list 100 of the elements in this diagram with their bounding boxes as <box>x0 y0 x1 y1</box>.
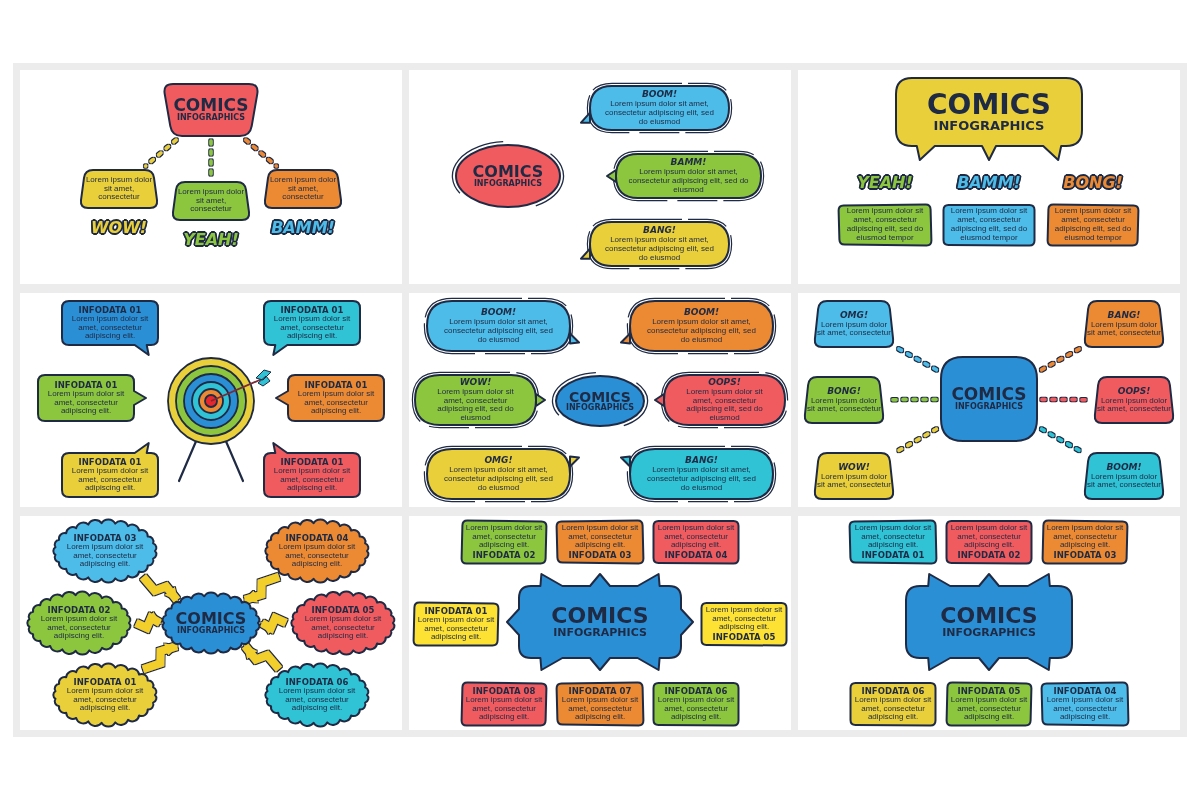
body-text: Lorem ipsum dolor sit amet, consectetur adipiscing elit, sed do eiusmod tempor <box>1053 207 1133 243</box>
subtitle-text: INFOGRAPHICS <box>565 403 635 413</box>
subtitle-text: INFOGRAPHICS <box>473 179 543 189</box>
body-text: Lorem ipsum dolor sit amet, consectetur <box>817 472 891 491</box>
body-text: Lorem ipsum dolor sit amet, consectetur adipiscing elit. <box>65 542 145 570</box>
heading-text: INFODATA 04 <box>1053 685 1117 696</box>
title-text: COMICS <box>569 389 631 404</box>
body-text: Lorem ipsum dolor sit amet, consectetur adipiscing elit. <box>464 523 544 551</box>
body-text: Lorem ipsum dolor sit amet, consectetur <box>1097 396 1171 415</box>
speech-bubble <box>577 218 733 270</box>
heading-text: BANG! <box>1107 309 1141 321</box>
dotted-connector <box>896 347 939 372</box>
text-box <box>1092 375 1176 425</box>
speech-bubble <box>411 371 549 429</box>
dotted-connector <box>209 139 213 179</box>
body-text: Lorem ipsum dolor sit amet, consectetur adipiscing elit, sed do eiusmod tempor <box>949 207 1029 243</box>
title-text: COMICS <box>551 604 649 627</box>
cloud-bubble <box>24 590 134 656</box>
sound-effect-text: YEAH! <box>182 229 240 251</box>
body-text: Lorem ipsum dolor sit amet, consectetur adipiscing elit. <box>272 314 352 342</box>
body-text: Lorem ipsum dolor sit amet, consectetur adipiscing elit. <box>949 523 1029 551</box>
body-text: Lorem ipsum dolor sit amet, consectetur adipiscing elit. <box>303 614 383 642</box>
dotted-connector <box>143 138 178 168</box>
speech-bubble <box>617 445 777 503</box>
subtitle-text: INFOGRAPHICS <box>176 114 246 123</box>
heading-text: INFODATA 01 <box>280 456 344 467</box>
body-text: Lorem ipsum dolor sit amet, consectetur adipiscing elit, sed do eiusmod <box>646 466 757 493</box>
heading-text: INFODATA 05 <box>712 632 776 643</box>
slide-panel <box>798 70 1180 284</box>
sound-effect-text: YEAH! <box>856 172 914 194</box>
speech-bubble <box>577 82 733 134</box>
body-text: Lorem ipsum dolor sit amet, consectetur <box>176 187 246 215</box>
heading-text: INFODATA 01 <box>424 605 488 616</box>
lightning-bolt-arrow <box>260 612 288 635</box>
body-text: Lorem ipsum dolor sit amet, consectetur adipiscing elit, sed do eiusmod <box>436 387 515 423</box>
heading-text: INFODATA 06 <box>285 676 349 687</box>
heading-text: OMG! <box>484 455 513 467</box>
heading-text: BOOM! <box>480 307 517 319</box>
heading-text: INFODATA 05 <box>311 604 375 615</box>
speech-bubble <box>262 441 362 499</box>
body-text: Lorem ipsum dolor sit amet, consectetur adipiscing elit. <box>560 523 640 551</box>
heading-text: BANG! <box>685 455 718 467</box>
speech-bubble <box>423 297 583 355</box>
heading-text: OOPS! <box>1117 385 1151 397</box>
text-box <box>555 518 645 566</box>
heading-text: WOW! <box>838 461 870 473</box>
title-box <box>939 355 1039 443</box>
heading-text: INFODATA 02 <box>47 604 111 615</box>
heading-text: INFODATA 08 <box>472 685 536 696</box>
heading-text: INFODATA 01 <box>304 379 368 390</box>
body-text: Lorem ipsum dolor sit amet, consectetur adipiscing elit. <box>560 695 640 723</box>
slide-panel <box>20 516 402 730</box>
body-text: Lorem ipsum dolor sit amet, consectetur adipiscing elit. <box>1045 523 1125 551</box>
body-text: Lorem ipsum dolor sit amet, consectetur adipiscing elit. <box>277 542 357 570</box>
heading-text: BANG! <box>643 225 676 237</box>
text-box <box>459 518 549 566</box>
speech-bubble <box>423 445 583 503</box>
subtitle-text: INFOGRAPHICS <box>553 626 647 640</box>
body-text: Lorem ipsum dolor sit amet, consectetur <box>807 396 881 415</box>
sound-effect-text: BAMM! <box>270 217 336 239</box>
title-text: COMICS <box>175 610 247 627</box>
heading-text: INFODATA 03 <box>73 532 137 543</box>
body-text: Lorem ipsum dolor sit amet, consectetur adipiscing elit. <box>853 695 933 723</box>
subtitle-text: INFOGRAPHICS <box>176 626 246 636</box>
body-text: Lorem ipsum dolor sit amet, consectetur adipiscing elit. <box>70 314 150 342</box>
text-box <box>1040 518 1130 566</box>
heading-text: OOPS! <box>708 377 741 388</box>
heading-text: INFODATA 01 <box>861 550 925 561</box>
slide-panel <box>409 516 791 730</box>
slide-panel <box>409 70 791 284</box>
body-text: Lorem ipsum dolor sit amet, consectetur adipiscing elit. <box>65 686 145 714</box>
heading-text: INFODATA 01 <box>280 304 344 315</box>
speech-bubble <box>274 373 386 423</box>
sound-effect-text: BONG! <box>1062 172 1124 194</box>
sound-effect-text: WOW! <box>89 217 149 239</box>
heading-text: INFODATA 06 <box>664 685 728 696</box>
body-text: Lorem ipsum dolor sit amet, consectetur adipiscing elit, sed do eiusmod <box>604 236 715 263</box>
cloud-bubble <box>288 590 398 656</box>
body-text: Lorem ipsum dolor sit amet, consectetur adipiscing elit. <box>656 523 736 551</box>
speech-bubble <box>60 441 160 499</box>
title-text: COMICS <box>472 163 544 180</box>
dotted-connector <box>896 427 939 453</box>
cloud-bubble <box>50 518 160 584</box>
body-text: Lorem ipsum dolor sit amet, consectetur adipiscing elit. <box>39 614 119 642</box>
body-text: Lorem ipsum dolor sit amet, consectetur adipiscing elit. <box>416 615 496 643</box>
title-box <box>161 82 261 138</box>
heading-text: INFODATA 05 <box>957 685 1021 696</box>
text-box <box>1040 680 1130 728</box>
heading-text: INFODATA 06 <box>861 685 925 696</box>
subtitle-text: INFOGRAPHICS <box>933 118 1045 134</box>
text-box <box>944 680 1034 728</box>
cloud-bubble <box>50 662 160 728</box>
text-box <box>78 168 160 210</box>
body-text: Lorem ipsum dolor sit amet, consectetur adipiscing elit, sed do eiusmod <box>443 466 554 493</box>
speech-bubble <box>36 373 148 423</box>
heading-text: INFODATA 01 <box>73 676 137 687</box>
lightning-bolt-arrow <box>139 574 181 603</box>
slide-panel <box>20 70 402 284</box>
heading-text: WOW! <box>459 377 492 388</box>
heading-text: INFODATA 01 <box>78 456 142 467</box>
